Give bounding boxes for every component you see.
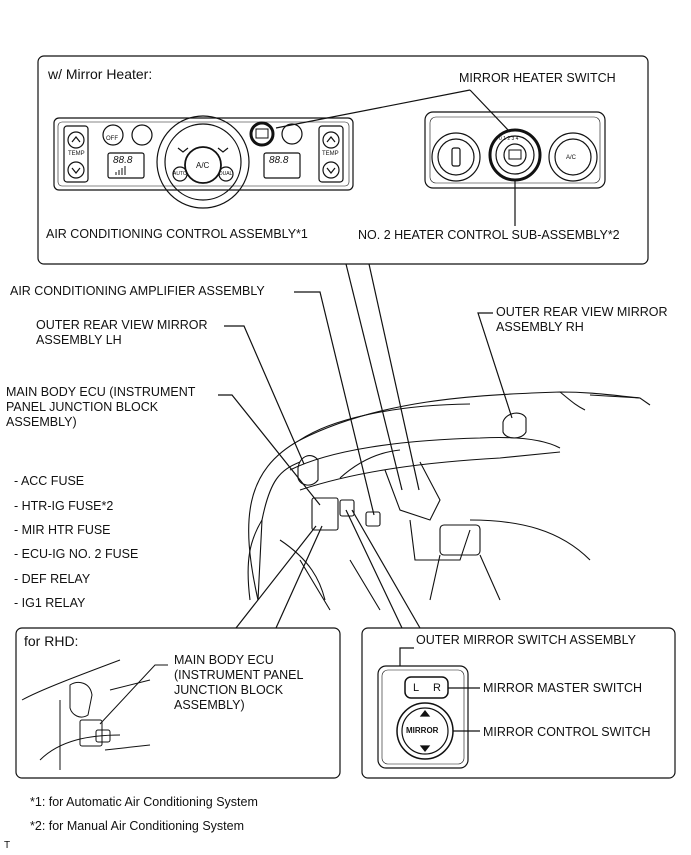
leader-switch-title	[399, 647, 414, 666]
leader-rhd-1	[275, 525, 323, 629]
ac-control-panel-illustration	[53, 115, 354, 209]
mirror-rh-shape	[502, 412, 527, 439]
panel-temp-left: TEMP	[68, 151, 85, 157]
fuse-item: - ACC FUSE	[14, 474, 85, 488]
mirror-master-switch-label: MIRROR MASTER SWITCH	[483, 681, 643, 695]
switch-box-title: OUTER MIRROR SWITCH ASSEMBLY	[416, 633, 636, 647]
main-body-ecu-label: MAIN BODY ECU (INSTRUMENT PANEL JUNCTION…	[6, 385, 196, 429]
switch-l-text: L	[413, 682, 420, 694]
panel-display-right: 88.8	[269, 155, 289, 166]
leader-mirror-rh	[477, 312, 513, 419]
footnote-1: *1: for Automatic Air Conditioning Syste…	[30, 795, 258, 809]
top-box-title: w/ Mirror Heater:	[48, 66, 153, 82]
fuse-item: - DEF RELAY	[14, 572, 91, 586]
mirror-lh-shape	[297, 455, 319, 486]
fuse-item: - IG1 RELAY	[14, 596, 86, 610]
rhd-illustration	[21, 659, 168, 770]
leader-top-box-2	[368, 263, 420, 491]
leader-switch-1	[345, 509, 403, 629]
panel-display-left: 88.8	[113, 155, 133, 166]
leader-mirror-lh	[224, 325, 305, 465]
mirror-heater-button-highlight	[249, 121, 275, 147]
panel-auto-text: AUTO	[173, 171, 187, 177]
mirror-rh-label: OUTER REAR VIEW MIRROR ASSEMBLY RH	[496, 305, 668, 334]
leader-main-body-ecu	[218, 394, 321, 506]
rhd-box-frame	[15, 627, 341, 779]
lr-switch-frame	[404, 676, 449, 699]
ac-control-assembly-label: AIR CONDITIONING CONTROL ASSEMBLY*1	[46, 227, 308, 241]
switch-mirror-text: MIRROR	[406, 726, 439, 735]
fuse-item: - MIR HTR FUSE	[14, 523, 111, 537]
knob-ac-text: A/C	[566, 155, 577, 161]
mirror-control-switch-label: MIRROR CONTROL SWITCH	[483, 725, 651, 739]
top-box-frame	[37, 55, 649, 265]
leader-switch-2	[351, 509, 421, 629]
corner-mark: T	[4, 840, 11, 851]
panel-off-text: OFF	[106, 136, 118, 142]
panel-temp-right: TEMP	[322, 151, 339, 157]
mirror-heater-switch-label: MIRROR HEATER SWITCH	[459, 71, 616, 85]
rhd-box-title: for RHD:	[24, 633, 79, 649]
panel-dual-text: DUAL	[219, 171, 233, 177]
ac-amplifier-label: AIR CONDITIONING AMPLIFIER ASSEMBLY	[10, 284, 265, 298]
rhd-ecu-label: MAIN BODY ECU (INSTRUMENT PANEL JUNCTION…	[174, 653, 304, 712]
leader-top-box-1	[345, 263, 403, 491]
leader-heater-switch-to-panel	[275, 89, 471, 129]
heater-control-illustration	[424, 111, 606, 189]
knob-digits-text: 0 1 2 3 4	[499, 136, 519, 142]
panel-ac-text: A/C	[196, 161, 210, 170]
leader-heater-switch-to-knob	[469, 89, 511, 133]
car-interior-illustration	[247, 391, 651, 611]
mirror-switch-illustration	[377, 665, 469, 769]
mirror-lh-label: OUTER REAR VIEW MIRROR ASSEMBLY LH	[36, 318, 208, 347]
heater-control-sub-label: NO. 2 HEATER CONTROL SUB-ASSEMBLY*2	[358, 228, 620, 242]
switch-r-text: R	[433, 682, 441, 694]
footnote-2: *2: for Manual Air Conditioning System	[30, 819, 244, 833]
fuse-item: - HTR-IG FUSE*2	[14, 499, 114, 513]
fuse-item: - ECU-IG NO. 2 FUSE	[14, 547, 139, 561]
switch-box-frame	[361, 627, 676, 779]
leader-rhd-2	[235, 525, 317, 629]
leader-ac-amp	[294, 291, 375, 516]
